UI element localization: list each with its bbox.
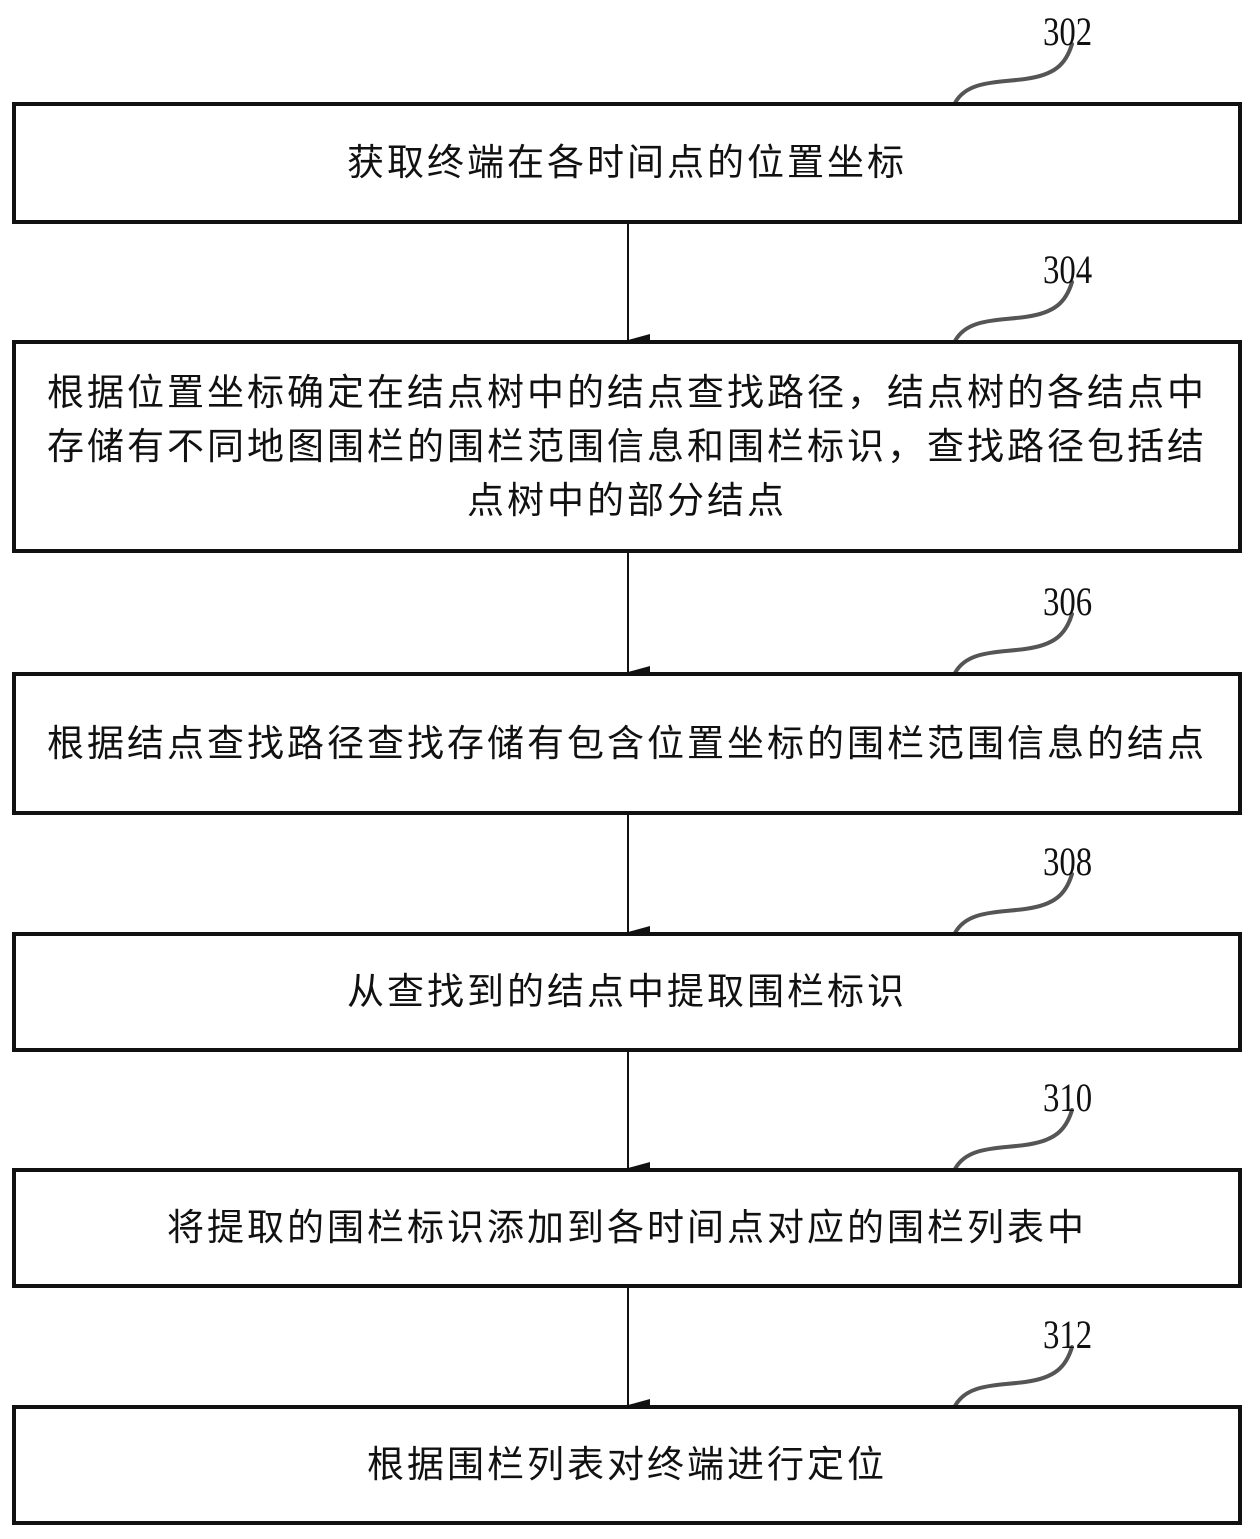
step-308-text: 从查找到的结点中提取围栏标识 <box>347 970 907 1013</box>
step-306-box: 根据结点查找路径查找存储有包含位置坐标的围栏范围信息的结点 <box>12 672 1242 815</box>
step-306-text: 根据结点查找路径查找存储有包含位置坐标的围栏范围信息的结点 <box>47 721 1207 765</box>
leader-line-310 <box>953 1108 1074 1171</box>
leader-line-308 <box>953 872 1074 935</box>
step-302-text: 获取终端在各时间点的位置坐标 <box>347 141 907 184</box>
step-304-text: 根据位置坐标确定在结点树中的结点查找路径，结点树的各结点中存储有不同地图围栏的围… <box>47 370 1207 522</box>
step-304-box: 根据位置坐标确定在结点树中的结点查找路径，结点树的各结点中存储有不同地图围栏的围… <box>12 340 1242 553</box>
step-308-reference-label: 308 <box>1043 839 1093 884</box>
leader-line-302 <box>953 42 1074 105</box>
step-312-text: 根据围栏列表对终端进行定位 <box>367 1443 887 1486</box>
step-306-reference-label: 306 <box>1043 579 1093 624</box>
step-308-box: 从查找到的结点中提取围栏标识 <box>12 932 1242 1052</box>
leader-line-312 <box>953 1345 1074 1408</box>
step-304-reference-label: 304 <box>1043 247 1093 292</box>
leader-line-304 <box>953 280 1074 343</box>
step-312-box: 根据围栏列表对终端进行定位 <box>12 1405 1242 1525</box>
step-310-reference-label: 310 <box>1043 1075 1093 1120</box>
step-310-box: 将提取的围栏标识添加到各时间点对应的围栏列表中 <box>12 1168 1242 1288</box>
step-312-reference-label: 312 <box>1043 1312 1093 1357</box>
step-302-box: 获取终端在各时间点的位置坐标 <box>12 102 1242 224</box>
step-310-text: 将提取的围栏标识添加到各时间点对应的围栏列表中 <box>167 1206 1087 1249</box>
step-302-reference-label: 302 <box>1043 9 1093 54</box>
leader-line-306 <box>953 612 1074 675</box>
